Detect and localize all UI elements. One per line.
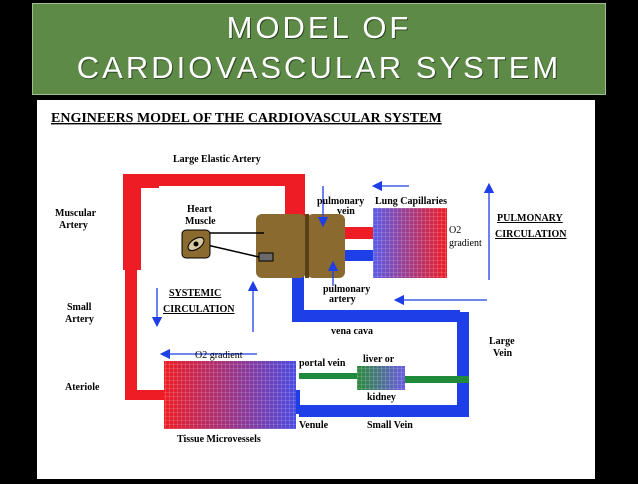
heart-pump (206, 214, 345, 278)
label-pulmonary-artery-2: artery (329, 294, 356, 305)
ateriole-vessel (125, 390, 165, 400)
large-vein-vessel (457, 312, 469, 416)
flow-arrows (151, 180, 495, 360)
label-tissue-microvessels: Tissue Microvessels (177, 434, 261, 445)
heart-muscle-motor (181, 229, 211, 259)
label-heart-muscle-2: Muscle (185, 216, 216, 227)
label-pulmonary-artery-1: pulmonary (323, 284, 370, 295)
label-large-elastic-artery: Large Elastic Artery (173, 154, 261, 165)
label-liver-or: liver or (363, 354, 395, 365)
lung-capillaries-bed (373, 208, 447, 278)
diagram-title: ENGINEERS MODEL OF THE CARDIOVASCULAR SY… (51, 111, 442, 126)
label-o2-gradient-lung-1: O2 (449, 225, 461, 236)
label-small-artery-2: Artery (65, 314, 94, 325)
label-kidney: kidney (367, 392, 396, 403)
label-venule: Venule (299, 420, 329, 431)
pump-piston (258, 252, 274, 262)
label-small-artery-1: Small (67, 302, 92, 313)
label-o2-gradient-lung-2: gradient (449, 238, 482, 249)
label-muscular-artery-2: Artery (59, 220, 88, 231)
liver-kidney-bed (357, 366, 405, 390)
tissue-microvessels-bed (164, 361, 296, 429)
label-pulmonary-vein-1: pulmonary (317, 196, 364, 207)
diagram-panel: ENGINEERS MODEL OF THE CARDIOVASCULAR SY… (37, 100, 595, 479)
label-large-vein-1: Large (489, 336, 515, 347)
label-o2-gradient-tissue: O2 gradient (195, 350, 243, 361)
vena-cava-vessel (292, 310, 460, 322)
label-systemic-circulation-1: SYSTEMIC (169, 288, 221, 299)
label-pulmonary-circulation-1: PULMONARY (497, 213, 564, 224)
label-ateriole: Ateriole (65, 382, 100, 393)
title-banner: MODEL OF CARDIOVASCULAR SYSTEM (32, 3, 606, 95)
large-elastic-artery-top (155, 174, 305, 186)
label-systemic-circulation-2: CIRCULATION (163, 304, 235, 315)
label-pulmonary-vein-2: vein (337, 206, 355, 217)
label-pulmonary-circulation-2: CIRCULATION (495, 229, 567, 240)
label-muscular-artery-1: Muscular (55, 208, 97, 219)
label-lung-capillaries: Lung Capillaries (375, 196, 447, 207)
pump-left-chamber (256, 214, 306, 278)
muscular-artery-vessel (123, 174, 141, 270)
small-artery-vessel (125, 268, 137, 400)
label-portal-vein: portal vein (299, 358, 346, 369)
pump-right-chamber (307, 214, 345, 278)
label-vena-cava: vena cava (331, 326, 373, 337)
portal-outflow-vessel (404, 376, 469, 383)
cardiovascular-diagram: ENGINEERS MODEL OF THE CARDIOVASCULAR SY… (51, 111, 567, 445)
portal-vein-vessel (299, 373, 359, 379)
small-vein-vessel (299, 405, 469, 417)
banner-title-line1: MODEL OF (226, 10, 412, 45)
label-small-vein: Small Vein (367, 420, 413, 431)
label-large-vein-2: Vein (493, 348, 513, 359)
banner-title-line2: CARDIOVASCULAR SYSTEM (76, 50, 562, 85)
label-heart-muscle-1: Heart (187, 204, 213, 215)
